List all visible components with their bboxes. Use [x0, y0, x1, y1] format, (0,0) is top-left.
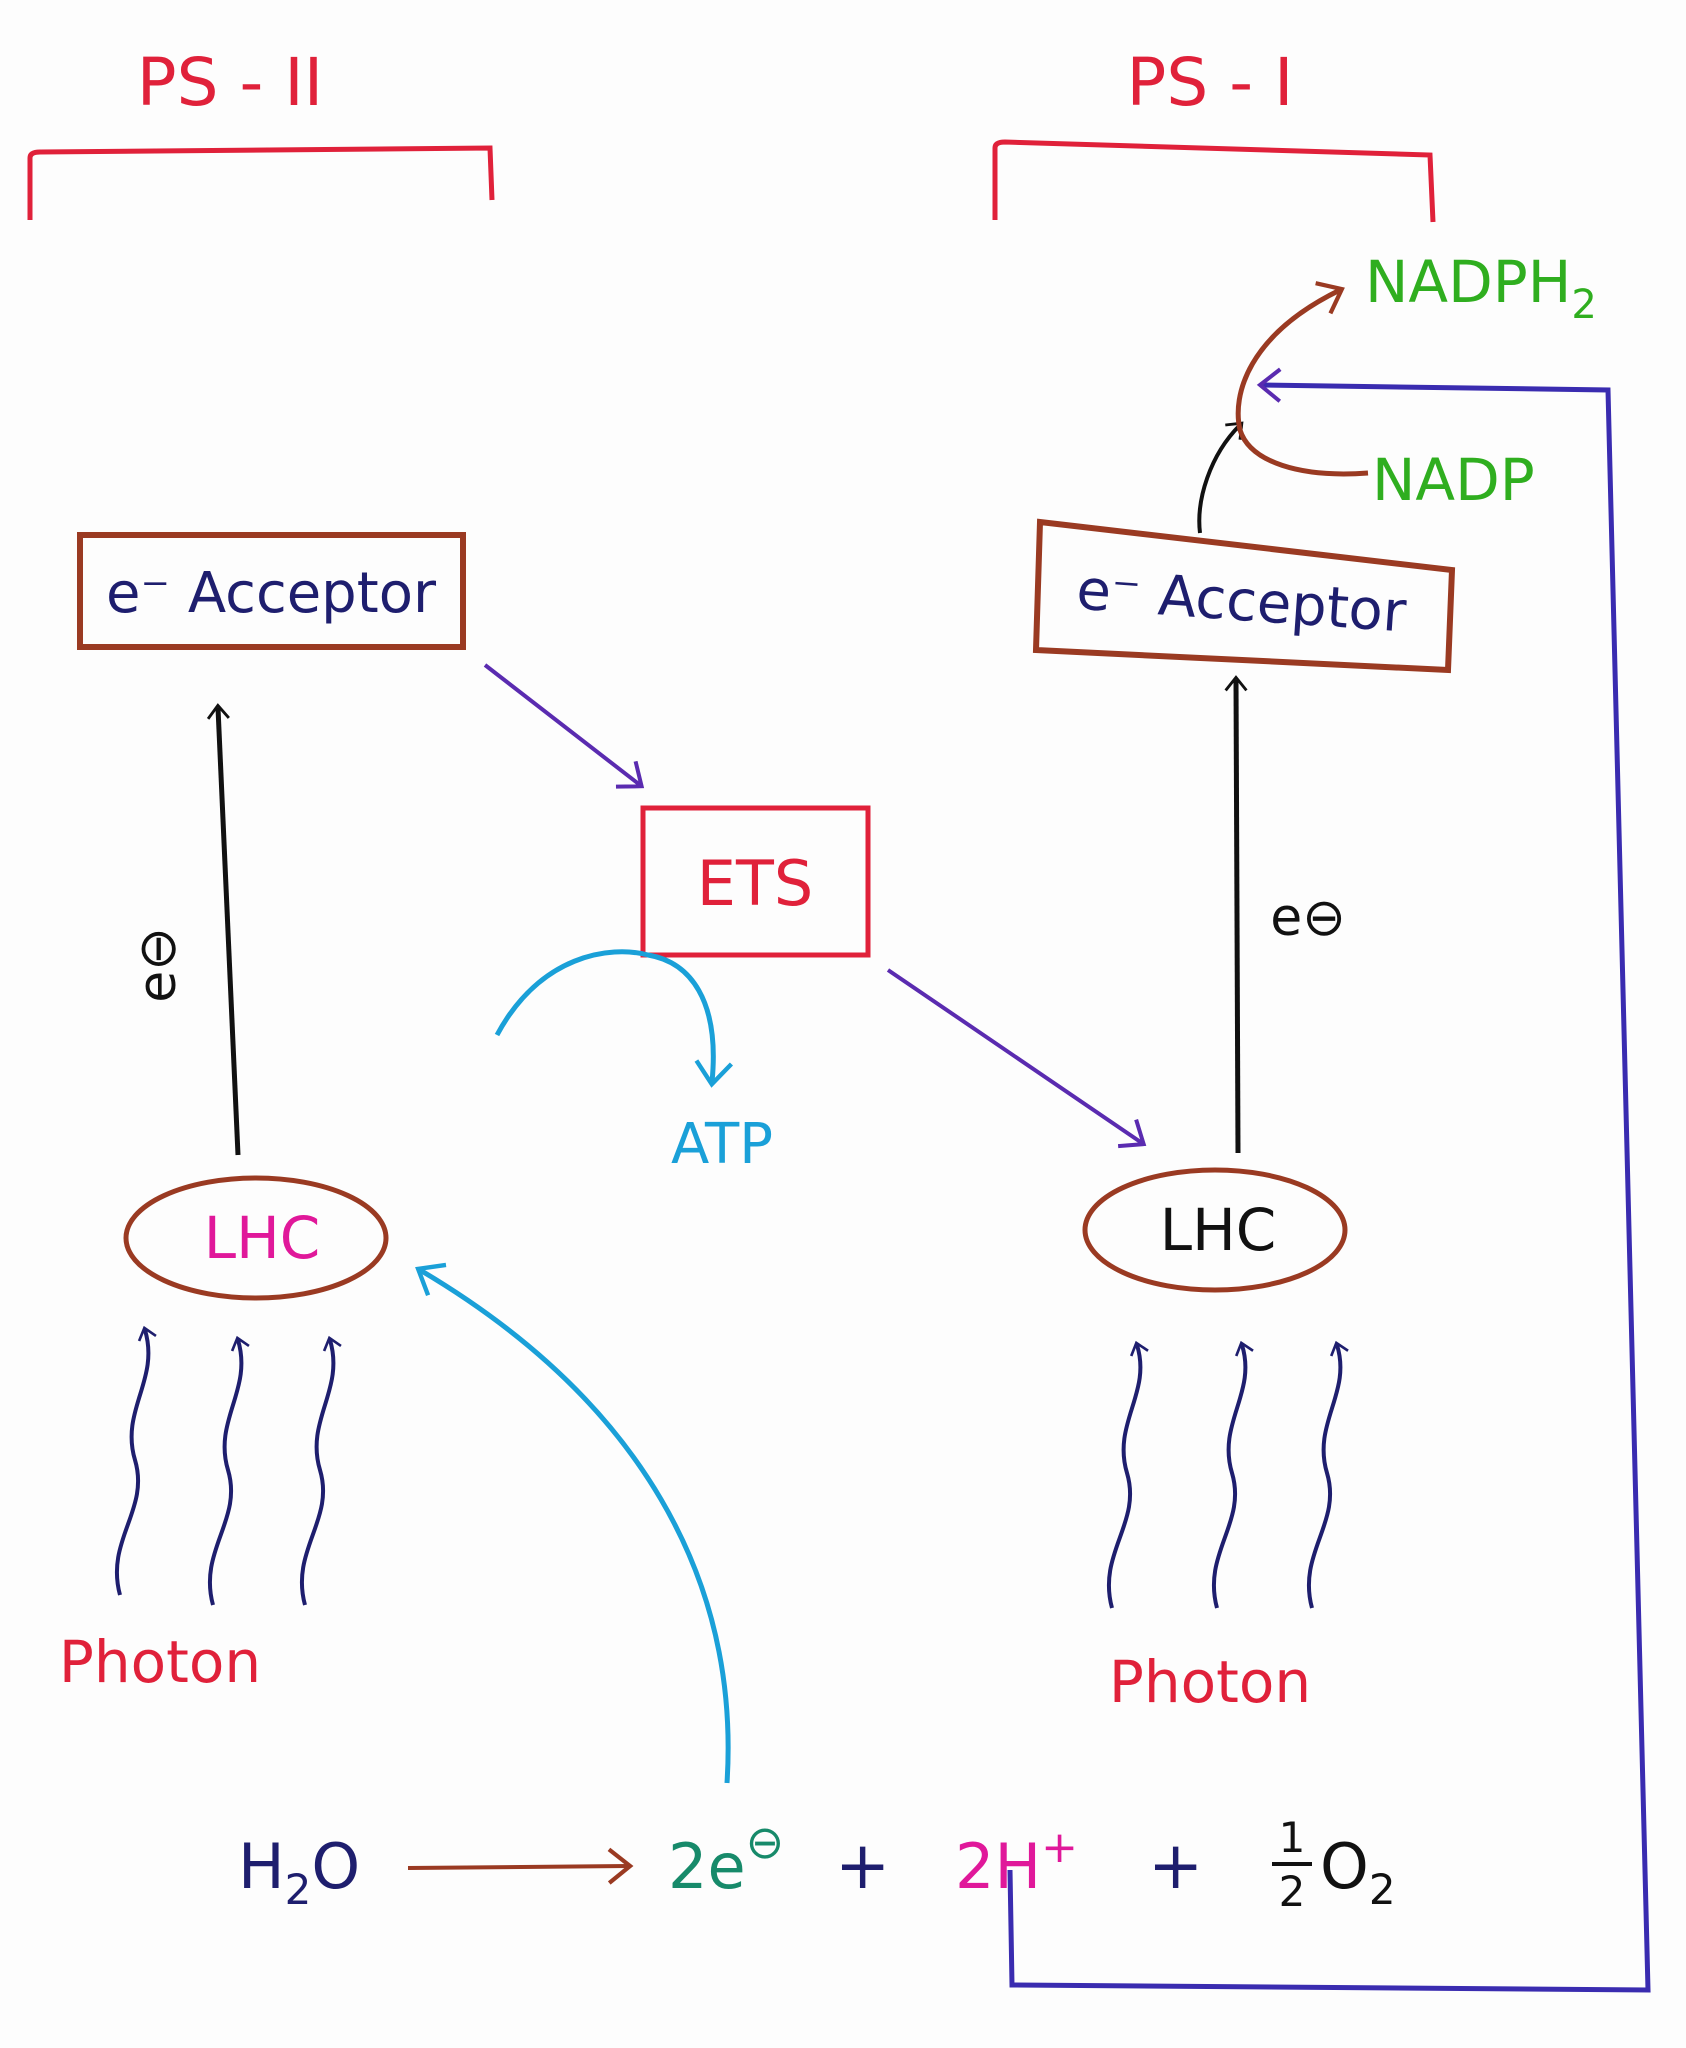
acceptor-to-nadp-arrow — [1197, 421, 1244, 534]
ps1-title: PS - I — [1127, 44, 1294, 121]
ps2-lhc-ellipse — [123, 1175, 389, 1301]
ets-label: ETS — [697, 847, 813, 920]
ps1-photon-waves — [1106, 1340, 1349, 1609]
ets-to-ps1-arrow — [886, 968, 1147, 1149]
ps1-acceptor-box — [1032, 518, 1456, 674]
ps1-lhc-ellipse — [1082, 1167, 1348, 1293]
ets-box — [640, 805, 871, 958]
ps2-photon-waves — [114, 1325, 342, 1606]
ps2-electron-label: e⊖ — [128, 927, 188, 1003]
ps2-bracket — [27, 145, 495, 220]
photon-wave — [1106, 1340, 1149, 1609]
nadph-label: NADPH2 — [1365, 248, 1597, 328]
ps2-photon-label: Photon — [59, 1628, 261, 1696]
ps2-acceptor-box — [77, 532, 466, 650]
product-electrons: 2e⊖ — [668, 1815, 784, 1903]
ps2-lhc-label: LHC — [204, 1204, 320, 1272]
fraction-numerator: 1 — [1279, 1813, 1306, 1862]
ps2-electron-arrow — [206, 703, 241, 1156]
ps2-title: PS - II — [137, 44, 323, 121]
plus-sign: + — [1148, 1827, 1203, 1904]
nadp-to-nadph-curve — [1235, 281, 1369, 477]
photon-wave — [299, 1335, 342, 1606]
product-protons: 2H+ — [955, 1822, 1078, 1903]
nadp-label: NADP — [1372, 446, 1535, 514]
ps1-acceptor-label: e⁻ Acceptor — [1074, 558, 1409, 646]
ps1-electron-arrow — [1224, 675, 1248, 1154]
photon-wave — [207, 1335, 250, 1606]
photon-wave — [1306, 1340, 1349, 1609]
acceptor-to-ets-arrow — [483, 663, 645, 789]
fraction-denominator: 2 — [1279, 1867, 1306, 1916]
electron-return-arrow — [415, 1262, 731, 1784]
water-splitting-equation: H2O 2e⊖ + 2H+ + 1 2 O2 — [238, 1813, 1396, 1916]
ps1-photon-label: Photon — [1109, 1648, 1311, 1716]
reactant-water: H2O — [238, 1830, 360, 1914]
photon-wave — [1211, 1340, 1254, 1609]
ps1-lhc-label: LHC — [1160, 1196, 1276, 1264]
plus-sign: + — [835, 1827, 890, 1904]
reaction-arrow — [407, 1847, 634, 1885]
proton-return-line — [1007, 367, 1651, 1993]
ps1-bracket — [992, 139, 1436, 223]
atp-label: ATP — [671, 1112, 773, 1177]
ps2-acceptor-label: e⁻ Acceptor — [106, 561, 437, 626]
product-oxygen: O2 — [1320, 1830, 1396, 1914]
atp-arrow — [494, 949, 734, 1088]
ps1-electron-label: e⊖ — [1270, 888, 1346, 948]
photon-wave — [114, 1325, 157, 1596]
